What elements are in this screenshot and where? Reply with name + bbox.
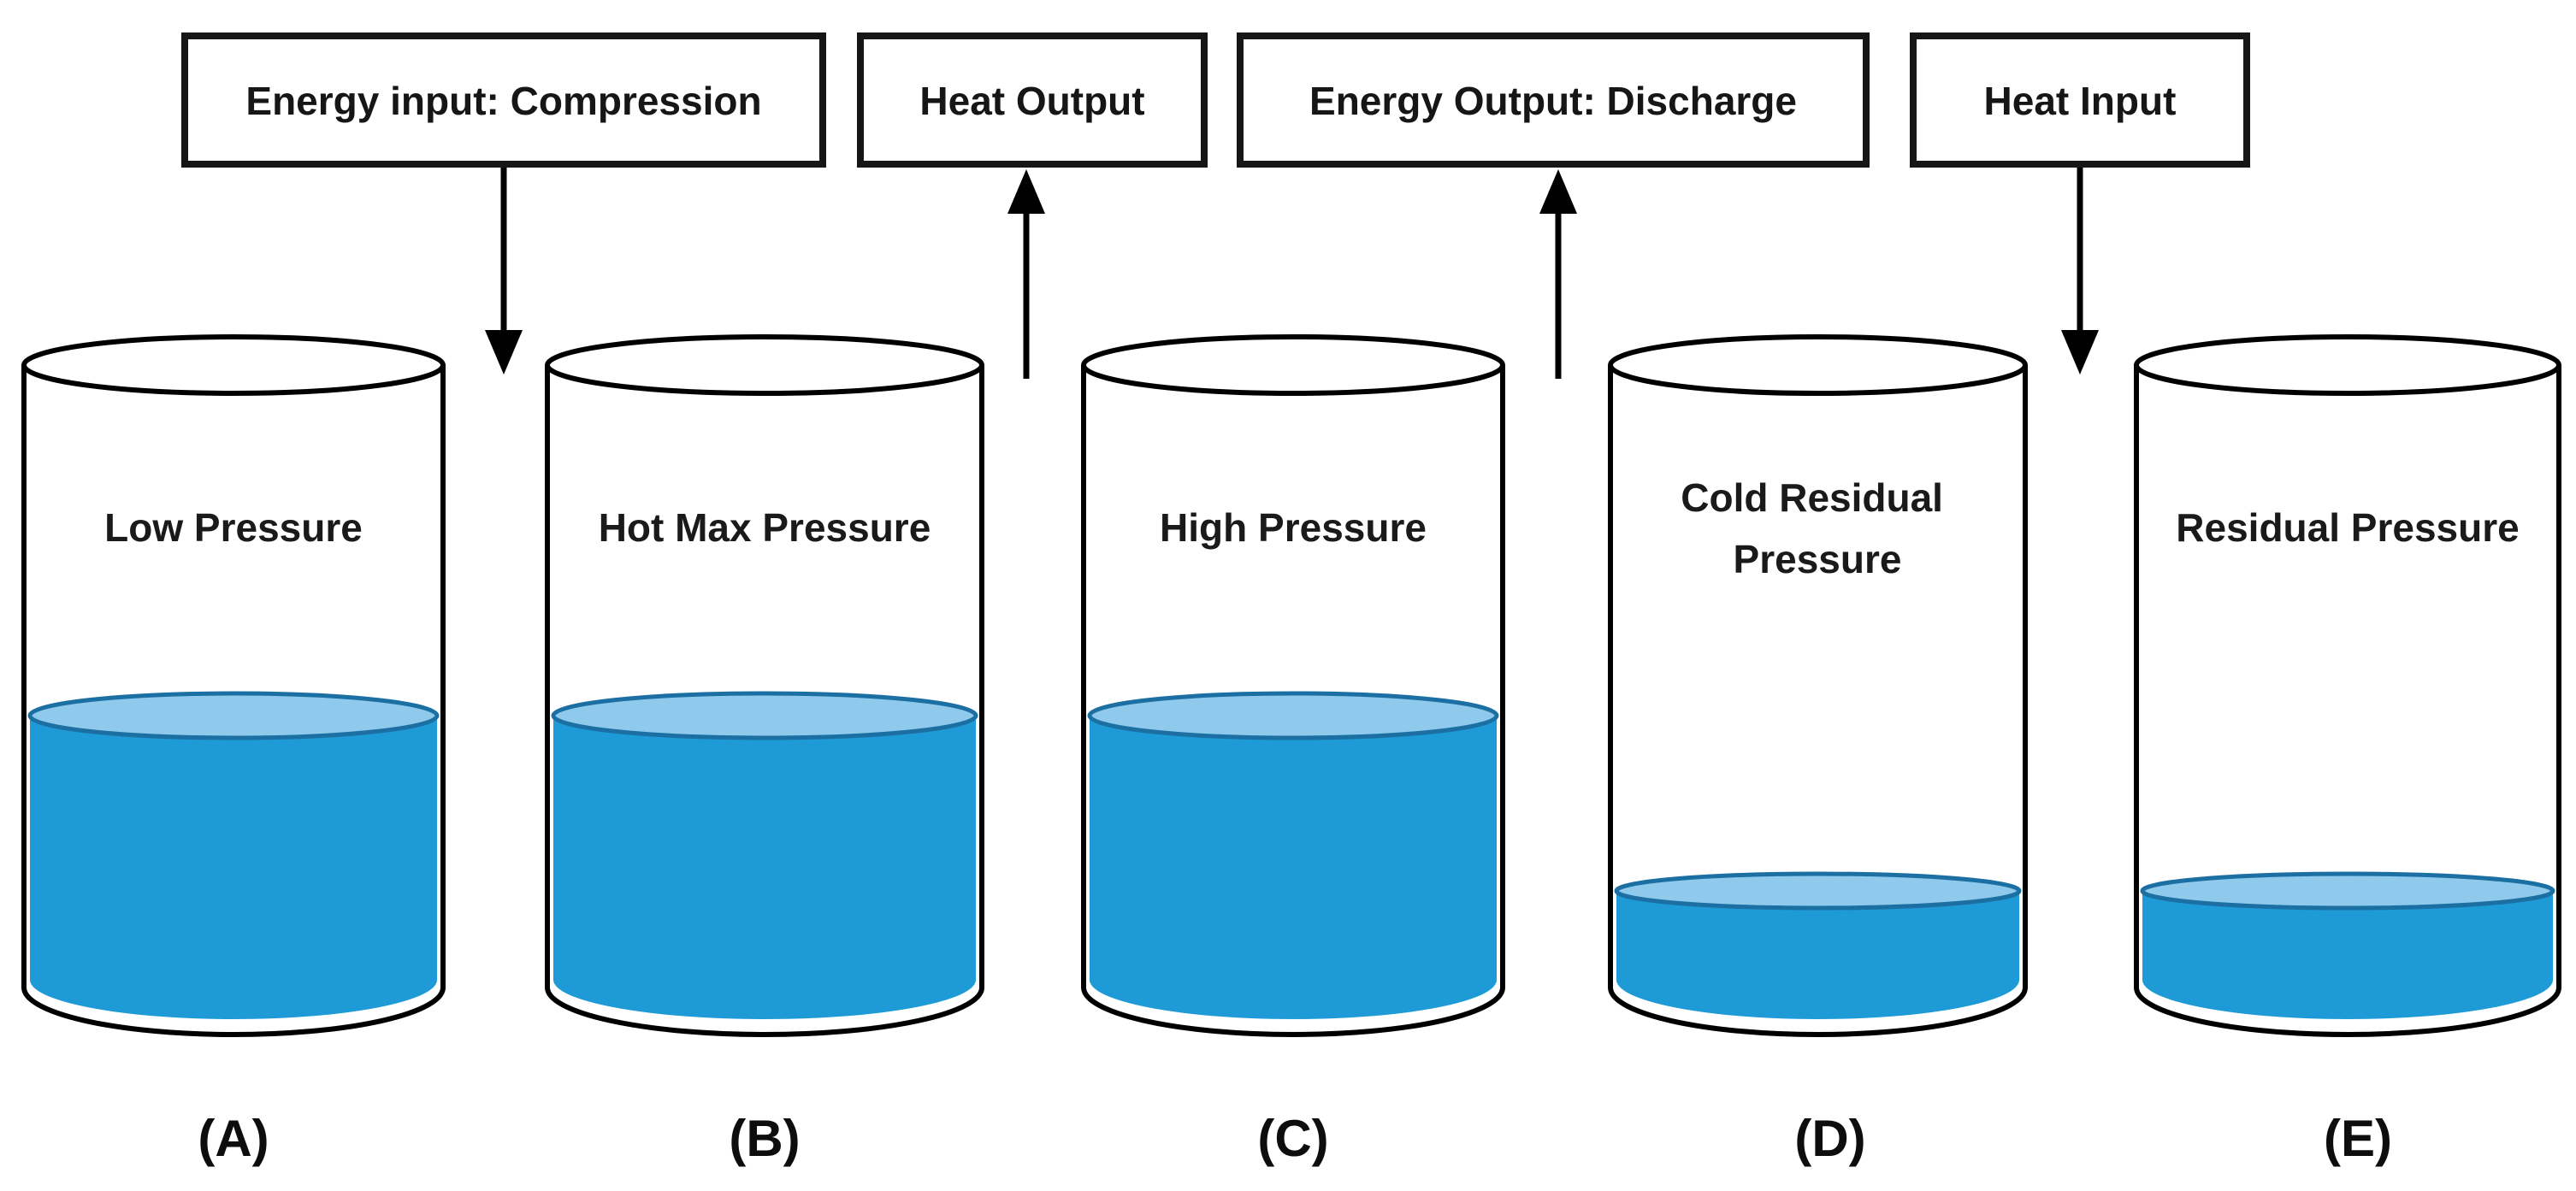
- box-border: [181, 32, 826, 168]
- box-border: [857, 32, 1208, 168]
- vessel-mouth: [1608, 334, 2028, 396]
- vessel-state-label: Cold Residual Pressure: [1681, 475, 1954, 581]
- vessel-letter: (B): [729, 1110, 800, 1167]
- arrow-down-compression-icon: [485, 168, 523, 374]
- box-label: Energy input: Compression: [245, 79, 761, 123]
- box-border: [1237, 32, 1870, 168]
- liquid-surface: [2140, 871, 2555, 911]
- vessel-d: Cold Residual Pressure (D): [1608, 334, 2028, 1167]
- liquid-surface: [1087, 691, 1499, 740]
- vessel-mouth: [2134, 334, 2561, 396]
- vessel-state-label: Residual Pressure: [2176, 505, 2519, 550]
- box-heat-input: Heat Input: [1910, 32, 2250, 168]
- vessel-letter: (D): [1794, 1110, 1865, 1167]
- vessel-b: Hot Max Pressure (B): [545, 334, 984, 1167]
- arrow-up-heat-output-icon: [1007, 169, 1045, 379]
- box-energy-input-compression: Energy input: Compression: [181, 32, 826, 168]
- liquid: [1090, 716, 1497, 1019]
- box-energy-output-discharge: Energy Output: Discharge: [1237, 32, 1870, 168]
- liquid-surface: [551, 691, 978, 740]
- vessel-letter: (C): [1257, 1110, 1328, 1167]
- liquid: [1616, 891, 2019, 1019]
- vessel-wall: [2134, 365, 2561, 1037]
- liquid-surface: [27, 691, 440, 740]
- vessel-c: High Pressure (C): [1081, 334, 1505, 1167]
- vessel-state-label: Hot Max Pressure: [599, 505, 931, 550]
- vessel-state-label-line2: Pressure: [1734, 537, 1902, 581]
- liquid: [553, 716, 976, 1019]
- box-label: Heat Input: [1984, 79, 2177, 123]
- box-label: Energy Output: Discharge: [1309, 79, 1797, 123]
- vessel-mouth: [1081, 334, 1505, 396]
- vessel-letter: (E): [2324, 1110, 2392, 1167]
- vessel-state-label: High Pressure: [1160, 505, 1427, 550]
- vessel-e: Residual Pressure (E): [2134, 334, 2561, 1167]
- vessel-mouth: [21, 334, 446, 396]
- liquid: [30, 716, 437, 1019]
- box-border: [1910, 32, 2250, 168]
- vessel-state-label: Low Pressure: [104, 505, 363, 550]
- arrow-up-discharge-icon: [1539, 169, 1577, 379]
- arrow-down-heat-input-icon: [2061, 168, 2099, 374]
- liquid-surface: [1614, 871, 2022, 911]
- box-label: Heat Output: [919, 79, 1144, 123]
- vessel-a: Low Pressure (A): [21, 334, 446, 1167]
- box-heat-output: Heat Output: [857, 32, 1208, 168]
- vessel-mouth: [545, 334, 984, 396]
- vessel-wall: [1608, 365, 2028, 1037]
- liquid: [2142, 891, 2553, 1019]
- vessel-letter: (A): [198, 1110, 269, 1167]
- vessel-state-label-line1: Cold Residual: [1681, 475, 1943, 520]
